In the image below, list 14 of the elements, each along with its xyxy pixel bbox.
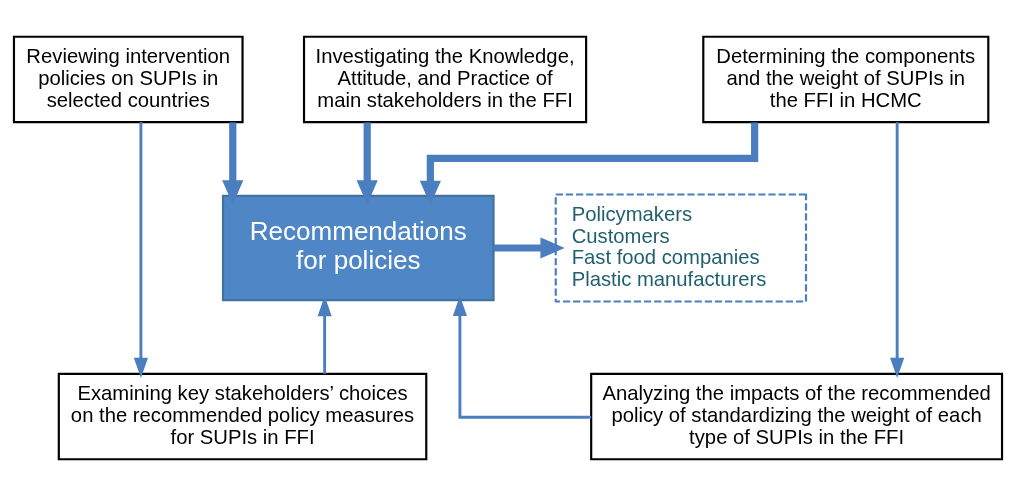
node-box: Investigating the Knowledge, Attitude, and Practice of main stakeholders in the FFI — [302, 35, 588, 123]
arrow — [317, 295, 332, 374]
node-box: Recommendations for policies — [221, 194, 495, 301]
node-box: Examining key stakeholders’ choices on the recommended policy measures for SUPIs in FFI — [57, 372, 428, 460]
node-box: Determining the components and the weight of SUPIs in the FFI in HCMC — [702, 35, 990, 123]
arrow — [133, 121, 148, 378]
node-box: Policymakers Customers Fast food companies Plastic manufacturers — [554, 192, 808, 303]
arrow — [493, 236, 565, 259]
arrow — [890, 121, 905, 378]
arrow — [222, 121, 244, 204]
arrow — [356, 121, 378, 204]
arrow — [452, 295, 592, 419]
node-box: Analyzing the impacts of the recommended policy of standardizing the weight of each type of SUPIs in the FFI — [590, 372, 1004, 460]
node-box: Reviewing intervention policies on SUPIs in selected countries — [12, 35, 244, 123]
